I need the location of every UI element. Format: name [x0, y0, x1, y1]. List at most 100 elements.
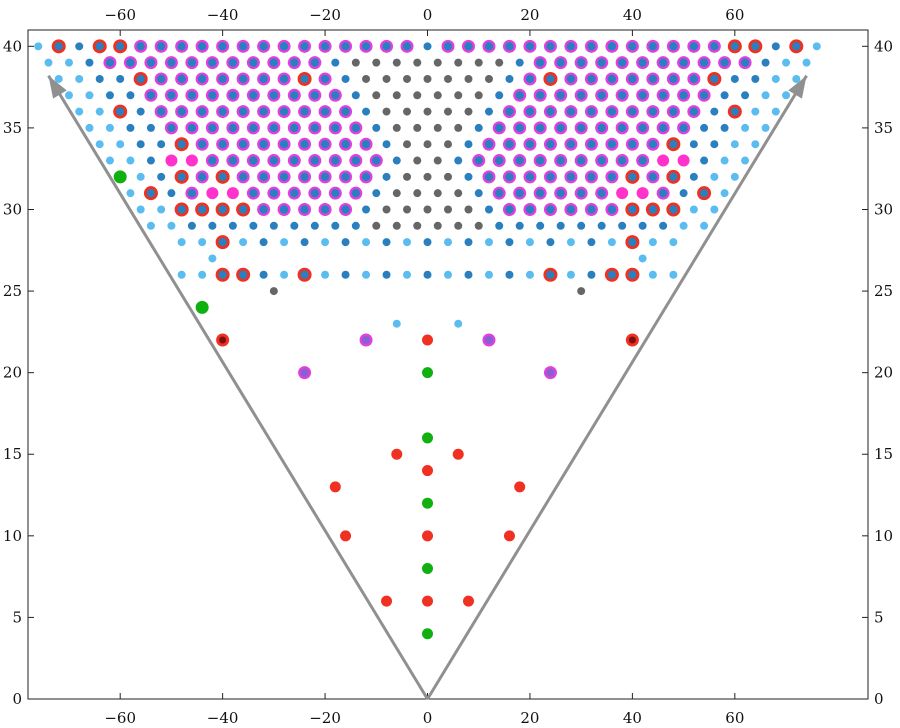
purple-ring-point-center	[607, 42, 617, 51]
red-ring-point-center	[238, 205, 248, 214]
light-blue-point	[669, 270, 678, 279]
x-tick-label-top: −60	[104, 6, 136, 24]
purple-ring-point-center	[658, 91, 668, 100]
gray-point	[474, 221, 483, 230]
purple-ring-point-center	[341, 140, 350, 149]
purple-ring-point-center	[372, 156, 381, 165]
gray-point	[372, 91, 381, 100]
purple-ring-point-center	[525, 42, 535, 51]
blue-point	[249, 221, 258, 230]
red-ring-point-center	[730, 42, 740, 51]
light-blue-point	[454, 319, 463, 328]
purple-ring-point-center	[167, 123, 176, 133]
red-point	[503, 530, 515, 542]
red-ring-point-center	[730, 107, 740, 116]
blue-point	[556, 221, 565, 230]
purple-ring-point-center	[515, 91, 524, 100]
light-blue-point	[730, 140, 739, 149]
purple-ring-point-center	[597, 188, 606, 198]
blue-point	[95, 74, 104, 83]
light-blue-point	[177, 270, 186, 279]
purple-ring-point-center	[546, 107, 555, 116]
gray-point	[454, 58, 463, 67]
purple-ring-point-center	[208, 91, 217, 100]
red-ring-point-center	[218, 172, 227, 182]
light-blue-point	[679, 221, 688, 230]
purple-ring-point-center	[238, 172, 248, 182]
purple-ring-point-center	[566, 172, 576, 182]
light-blue-point	[208, 254, 217, 263]
gray-point	[423, 74, 432, 83]
blue-point	[382, 238, 391, 247]
light-blue-point	[321, 270, 330, 279]
light-blue-point	[710, 205, 719, 214]
purple-ring-point-center	[310, 156, 320, 165]
light-blue-point	[157, 205, 166, 214]
purple-ring-point-center	[597, 91, 606, 100]
x-tick-label-bottom: 0	[423, 709, 433, 727]
blue-point	[259, 270, 268, 279]
purple-ring-point-center	[269, 123, 279, 133]
purple-ring-point-center	[126, 58, 135, 67]
purple-ring-point-center	[587, 42, 596, 51]
purple-ring-point-center	[535, 58, 545, 67]
purple-ring-point-center	[341, 107, 350, 116]
red-ring-point-center	[699, 188, 709, 198]
y-tick-label-right: 5	[874, 608, 884, 626]
light-blue-point	[403, 238, 412, 247]
red-point	[462, 595, 474, 607]
y-tick-label-left: 0	[12, 690, 22, 708]
blue-point	[382, 140, 391, 149]
gray-point	[413, 91, 422, 100]
blue-point	[771, 42, 780, 51]
light-blue-point	[239, 238, 248, 247]
purple-ring-point-center	[495, 156, 504, 165]
purple-ring-point-center	[269, 188, 279, 198]
purple-ring-point-center	[597, 156, 606, 165]
purple-ring-point-center	[525, 205, 535, 214]
y-tick-label-left: 25	[3, 282, 22, 300]
light-blue-point	[403, 270, 412, 279]
gray-point	[464, 107, 473, 116]
blue-point	[341, 238, 350, 247]
gray-point	[454, 189, 463, 198]
purple-ring-point-center	[197, 42, 207, 51]
blue-point	[679, 189, 688, 198]
light-blue-point	[136, 205, 145, 214]
purple-ring-point-center	[648, 107, 658, 116]
gray-point	[392, 58, 401, 67]
blue-point	[423, 238, 432, 247]
purple-ring-point-center	[187, 188, 197, 198]
blue-point	[382, 172, 391, 181]
gray-point	[269, 287, 278, 296]
magenta-point	[185, 154, 198, 167]
gray-point	[464, 205, 473, 214]
purple-ring-point-center	[208, 58, 217, 67]
y-tick-label-left: 40	[3, 37, 22, 55]
purple-ring-point-center	[351, 188, 361, 198]
purple-ring-point-center	[208, 123, 217, 133]
y-tick-label-right: 10	[874, 527, 893, 545]
blue-point	[310, 221, 319, 230]
light-blue-point	[710, 172, 719, 181]
light-blue-point	[95, 107, 104, 116]
purple-ring-point-center	[607, 140, 617, 149]
magenta-point	[206, 187, 219, 200]
red-ring-point-center	[751, 42, 760, 51]
light-blue-point	[741, 156, 750, 165]
gray-point	[484, 74, 493, 83]
light-blue-point	[607, 238, 616, 247]
y-tick-label-right: 25	[874, 282, 893, 300]
gray-point	[413, 58, 422, 67]
purple-ring-point-center	[587, 74, 596, 84]
purple-ring-point-center	[167, 58, 176, 67]
purple-ring-point-center	[515, 188, 524, 198]
purple-ring-point-center	[279, 42, 289, 51]
red-ring-point-center	[115, 107, 125, 116]
x-tick-label-bottom: 40	[623, 709, 642, 727]
blue-point	[638, 221, 647, 230]
purple-ring-point-center	[658, 188, 668, 198]
purple-ring-point-center	[556, 123, 565, 133]
blue-point	[126, 123, 135, 132]
